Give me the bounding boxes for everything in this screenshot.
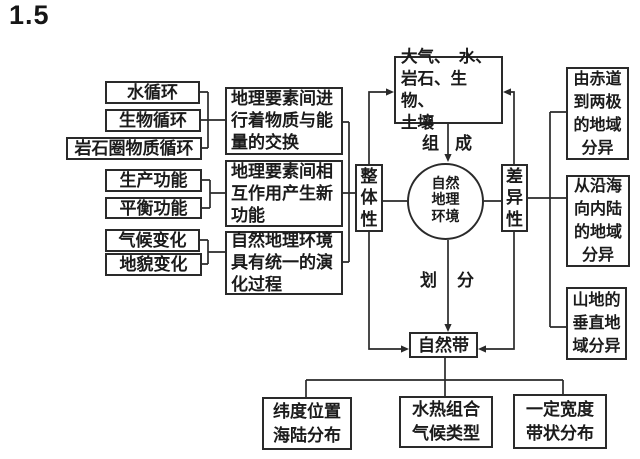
edge-label-compose-left: 组 (422, 134, 439, 153)
node-environment-circle: 自然 地理 环境 (407, 163, 484, 240)
node-latitude-position: 纬度位置 海陆分布 (262, 397, 352, 450)
node-water-cycle: 水循环 (105, 81, 200, 104)
node-natural-belt: 自然带 (409, 332, 478, 358)
node-elements: 大气、 水、 岩石、生物、 土壤 (394, 47, 503, 132)
node-bio-cycle: 生物循环 (105, 109, 201, 132)
node-differentiation: 差 异 性 (501, 164, 528, 232)
node-landform-change: 地貌变化 (105, 253, 202, 276)
node-belt-distribution: 一定宽度 带状分布 (513, 394, 607, 449)
node-evolution-desc: 自然地理环境 具有统一的演 化过程 (225, 231, 343, 295)
node-rock-cycle: 岩石圈物质循环 (66, 137, 202, 160)
node-vertical-zonality: 山地的 垂直地 域分异 (566, 287, 627, 360)
node-hydrothermal-combination: 水热组合 气候类型 (399, 396, 493, 448)
node-new-function-desc: 地理要素间相 互作用产生新 功能 (225, 160, 343, 227)
edge-label-divide-right: 分 (457, 271, 474, 290)
node-climate-change: 气候变化 (105, 229, 200, 252)
edge-label-compose-right: 成 (455, 134, 472, 153)
node-latitudinal-zonality: 由赤道 到两极 的地域 分异 (566, 67, 629, 160)
node-integrity: 整 体 性 (355, 164, 383, 232)
edge-label-divide-left: 划 (420, 271, 437, 290)
node-coastal-inland-zonality: 从沿海 向内陆 的地域 分异 (566, 175, 630, 267)
node-balance-function: 平衡功能 (105, 197, 202, 219)
node-exchange-desc: 地理要素间进 行着物质与能 量的交换 (225, 87, 343, 155)
node-production-function: 生产功能 (105, 169, 202, 192)
figure-number: 1.5 (9, 0, 50, 30)
